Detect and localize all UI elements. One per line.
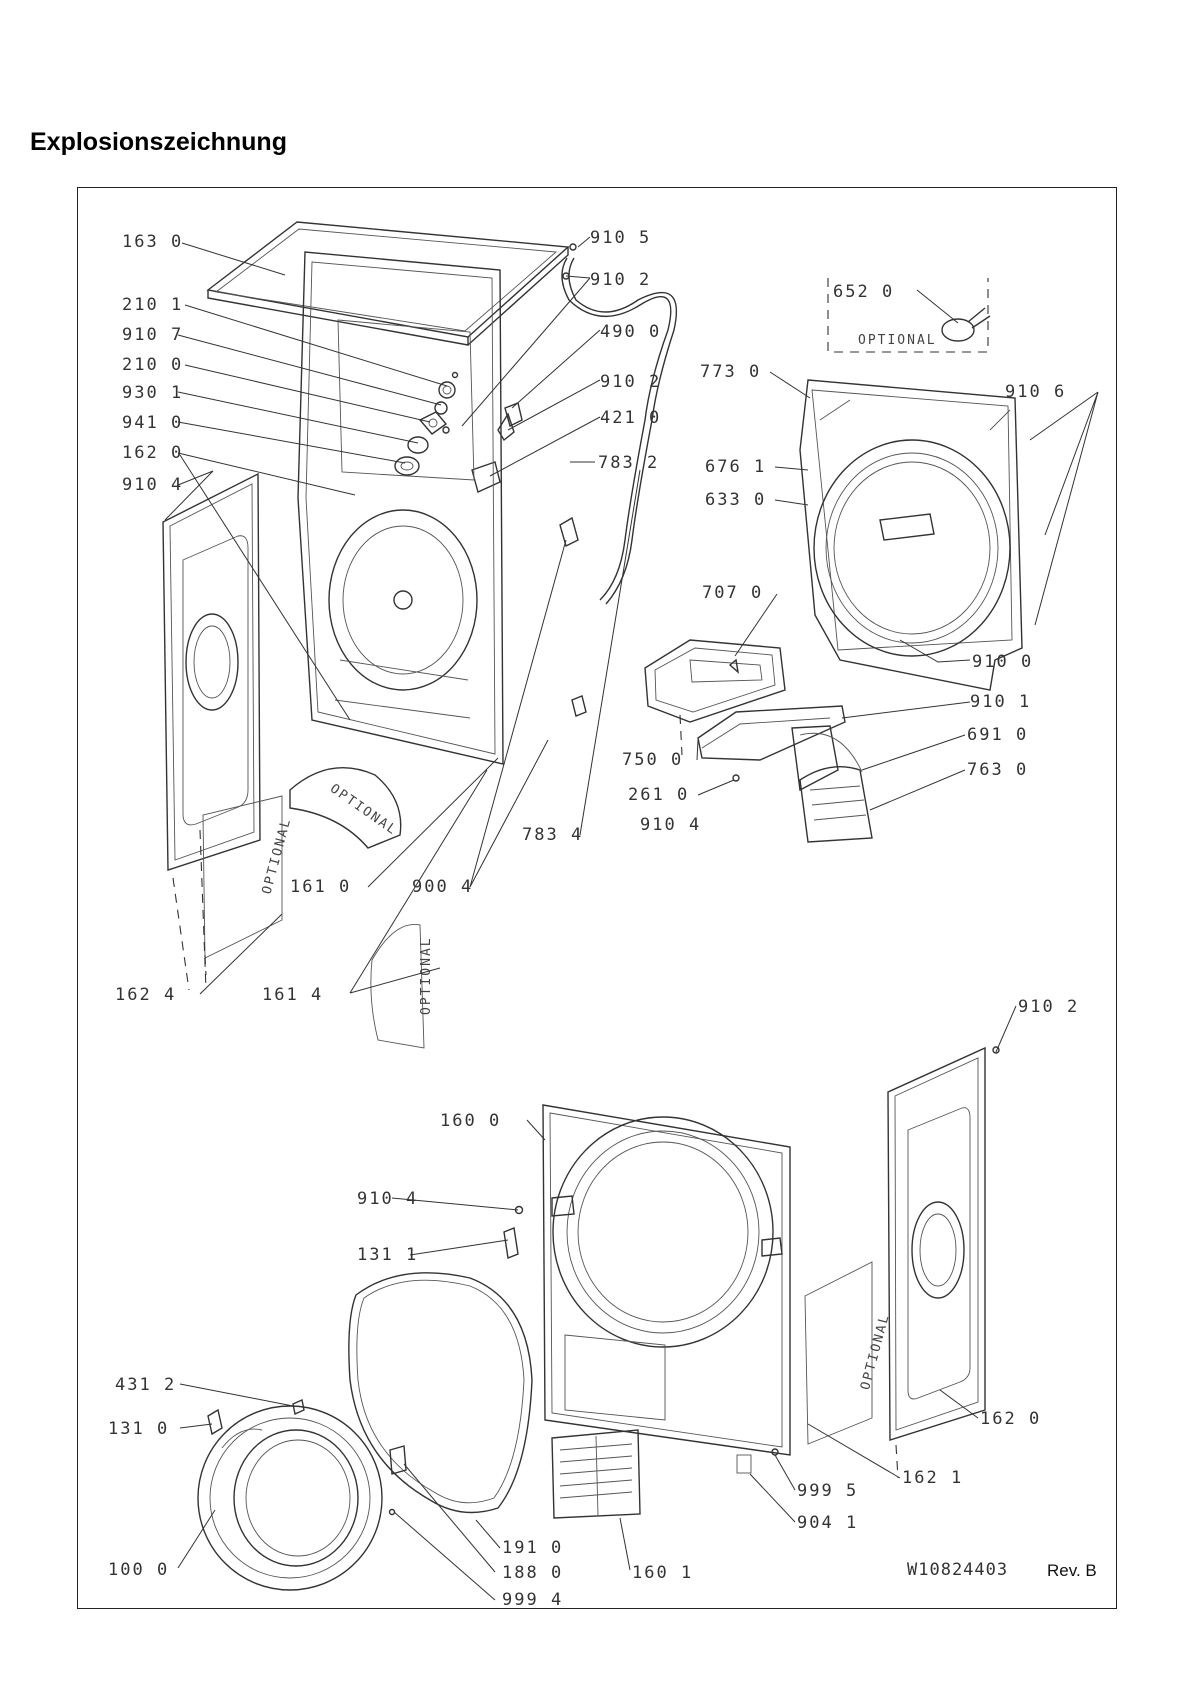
callout-783-4: 783 4 (522, 825, 583, 845)
revision-label: Rev. B (1047, 1561, 1097, 1580)
callout-210-1: 210 1 (122, 295, 183, 315)
vent-grille-160-1 (551, 1429, 641, 1519)
latch-131-1 (503, 1205, 524, 1259)
optional-sensor-652-0: OPTIONAL (827, 278, 991, 353)
hose-parts (559, 257, 678, 717)
callout-191-0: 191 0 (502, 1538, 563, 1558)
callout-910-2c: 910 2 (1018, 997, 1079, 1017)
top-screws (442, 243, 577, 434)
callout-161-0: 161 0 (290, 877, 351, 897)
door-100-0 (197, 1405, 383, 1591)
callout-999-5: 999 5 (797, 1481, 858, 1501)
sensor-bracket-part (471, 402, 523, 493)
callout-421-0: 421 0 (600, 408, 661, 428)
callout-431-2: 431 2 (115, 1375, 176, 1395)
callout-910-5: 910 5 (590, 228, 651, 248)
callout-162-4: 162 4 (115, 985, 176, 1005)
callout-490-0: 490 0 (600, 322, 661, 342)
alignment-lines (172, 714, 899, 1479)
door-handle-188-0 (388, 1445, 407, 1516)
callout-900-4: 900 4 (412, 877, 473, 897)
callout-210-0: 210 0 (122, 355, 183, 375)
drum-housing-773-0 (799, 379, 1023, 691)
callout-131-0: 131 0 (108, 1419, 169, 1439)
callout-910-4b: 910 4 (640, 815, 701, 835)
optional-label: OPTIONAL (858, 333, 937, 348)
callout-162-1: 162 1 (902, 1468, 963, 1488)
rear-panel (297, 251, 504, 765)
drawing-frame (77, 187, 1117, 1609)
callout-910-1: 910 1 (970, 692, 1031, 712)
callout-783-2: 783 2 (598, 453, 659, 473)
hinge-parts (207, 1399, 305, 1436)
callout-763-0: 763 0 (967, 760, 1028, 780)
small-parts-904-1 (736, 1448, 779, 1474)
filter-housing-parts (644, 639, 873, 843)
callout-773-0: 773 0 (700, 362, 761, 382)
callout-910-2: 910 2 (590, 270, 651, 290)
callout-100-0: 100 0 (108, 1560, 169, 1580)
callout-160-1: 160 1 (632, 1563, 693, 1583)
left-side-panel (162, 472, 261, 871)
optional-panel-162-1: OPTIONAL (804, 1261, 893, 1445)
callout-691-0: 691 0 (967, 725, 1028, 745)
callout-160-0: 160 0 (440, 1111, 501, 1131)
top-cover-part (206, 221, 570, 346)
optional-cover-161-4: OPTIONAL (370, 923, 434, 1049)
bearing-assembly (394, 381, 456, 476)
callout-162-0b: 162 0 (980, 1409, 1041, 1429)
callout-910-4: 910 4 (122, 475, 183, 495)
callout-910-0: 910 0 (972, 652, 1033, 672)
front-panel-160-0 (542, 1104, 791, 1456)
page-title: Explosionszeichnung (30, 128, 287, 156)
callout-910-7: 910 7 (122, 325, 183, 345)
callout-910-2b: 910 2 (600, 372, 661, 392)
document-number: W10824403 (907, 1560, 1008, 1580)
door-seal-191-0 (348, 1272, 533, 1514)
callout-910-4c: 910 4 (357, 1189, 418, 1209)
optional-panel-162-4: OPTIONAL (202, 795, 294, 959)
callout-labels: 163 0 910 5 910 2 210 1 910 7 210 0 930 … (108, 228, 1079, 1610)
optional-label: OPTIONAL (858, 1312, 893, 1392)
leader-lines (164, 236, 1099, 1601)
callout-131-1: 131 1 (357, 1245, 418, 1265)
callout-652-0: 652 0 (833, 282, 894, 302)
callout-999-4: 999 4 (502, 1590, 563, 1610)
callout-750-0: 750 0 (622, 750, 683, 770)
callout-261-0: 261 0 (628, 785, 689, 805)
optional-cover-161-0: OPTIONAL (289, 767, 402, 849)
callout-676-1: 676 1 (705, 457, 766, 477)
callout-707-0: 707 0 (702, 583, 763, 603)
callout-633-0: 633 0 (705, 490, 766, 510)
optional-label: OPTIONAL (419, 936, 434, 1015)
callout-930-1: 930 1 (122, 383, 183, 403)
callout-161-4: 161 4 (262, 985, 323, 1005)
callout-188-0: 188 0 (502, 1563, 563, 1583)
callout-910-6: 910 6 (1005, 382, 1066, 402)
right-side-panel (887, 1046, 1000, 1441)
callout-904-1: 904 1 (797, 1513, 858, 1533)
callout-941-0: 941 0 (122, 413, 183, 433)
callout-162-0: 162 0 (122, 443, 183, 463)
callout-163-0: 163 0 (122, 232, 183, 252)
